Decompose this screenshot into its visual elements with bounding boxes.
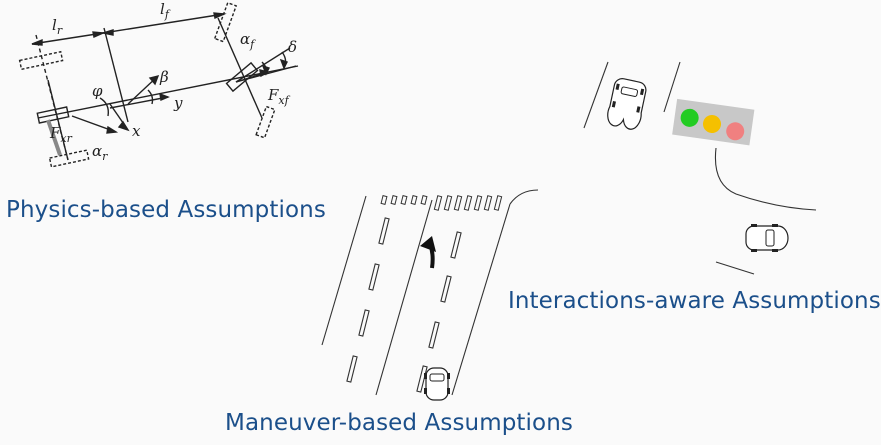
label-beta: β bbox=[159, 68, 169, 86]
car-icon bbox=[745, 224, 789, 252]
label-lf: lf bbox=[160, 0, 171, 21]
label-fxr: Fxr bbox=[49, 124, 73, 145]
label-delta: δ bbox=[288, 38, 297, 56]
label-alpha-r: αr bbox=[92, 142, 108, 163]
turn-left-arrow-icon bbox=[420, 236, 436, 269]
car-icon bbox=[607, 78, 647, 130]
label-fxf: Fxf bbox=[267, 86, 291, 107]
label-x: x bbox=[132, 122, 141, 140]
traffic-light-icon bbox=[672, 98, 755, 146]
label-phi: φ bbox=[92, 82, 103, 100]
label-alpha-f: αf bbox=[240, 30, 256, 51]
caption-maneuver-based: Maneuver-based Assumptions bbox=[225, 410, 573, 436]
caption-physics-based: Physics-based Assumptions bbox=[6, 197, 326, 223]
car-icon bbox=[424, 367, 450, 401]
caption-interactions-aware: Interactions-aware Assumptions bbox=[508, 288, 881, 314]
label-lr: lr bbox=[52, 16, 63, 37]
label-y: y bbox=[173, 94, 183, 112]
